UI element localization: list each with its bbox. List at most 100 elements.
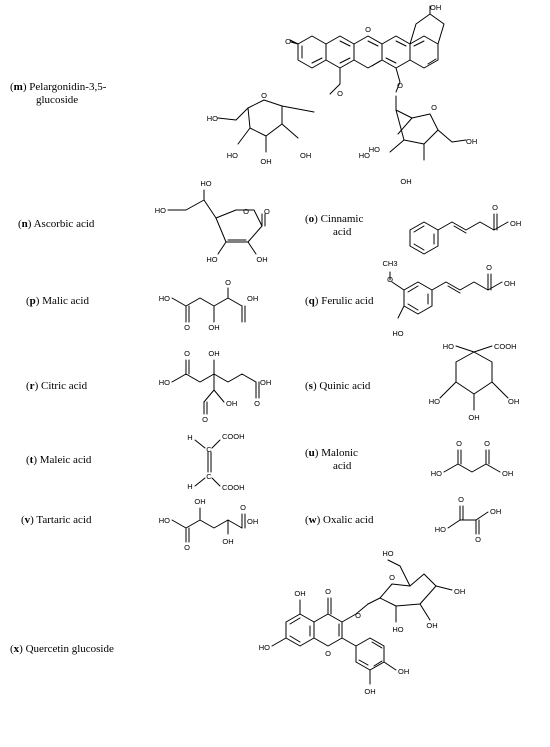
atom-o: O [184,349,190,358]
atom-o: O [243,207,249,216]
bond [443,463,501,473]
atom-ho: HO [369,145,380,154]
bond [241,305,246,323]
atom-o: O [365,25,371,34]
bond [341,637,385,671]
bond [289,617,311,643]
bond [395,95,467,143]
atom-oh: OH [502,469,513,478]
atom-o: O [254,399,260,408]
atom-oh: OH [256,255,267,264]
bond [215,209,263,243]
bond [203,359,225,403]
label-v: (v) Tartaric acid [21,514,92,526]
atom-ho: HO [206,255,217,264]
atom-oh: OH [208,323,219,332]
atom-o: O [264,207,270,216]
atom-o: O [492,203,498,212]
structure-quinic-acid: HO COOH HO OH OH [429,342,520,422]
atom-ho: HO [200,179,211,188]
bond [379,573,437,607]
atom-o: O [458,495,464,504]
structure-ferulic-acid: CH3 O O OH HO [382,259,515,338]
bond [385,40,407,64]
atom-ho: HO [429,397,440,406]
structure-tartaric-acid: HO O OH OH O OH [159,497,259,552]
bond [353,35,383,69]
atom-oh: OH [508,397,519,406]
atom-ho: HO [159,516,170,525]
atom-oh: OH [222,537,233,546]
bond [439,381,509,411]
atom-oh: OH [300,151,311,160]
atom-c: C [206,445,212,454]
atom-oh: OH [260,157,271,166]
atom-oh: OH [426,621,437,630]
atom-oh: OH [504,279,515,288]
bond [409,13,445,45]
bond [185,359,260,399]
atom-o: O [397,81,403,90]
label-s: (s) Quinic acid [305,380,371,392]
atom-oh: OH [247,294,258,303]
atom-o: O [387,275,393,284]
atom-ho: HO [382,549,393,558]
bond [261,213,266,227]
atom-oh: OH [260,378,271,387]
structure-oxalic-acid: HO O O OH [435,495,502,544]
bond [413,225,435,251]
atom-o: O [389,573,395,582]
bond [367,40,381,67]
bond [395,67,401,93]
atom-cooh: COOH [222,432,245,441]
atom-ho: HO [159,378,170,387]
bond [389,271,405,291]
atom-h: H [187,433,192,442]
label-r: (r) Citric acid [26,380,88,392]
label-t: (t) Maleic acid [26,454,92,466]
bond [194,439,221,473]
atom-oh: OH [468,413,479,422]
bond [185,507,229,543]
bond [447,511,489,529]
atom-oh: OH [466,137,477,146]
structure-ascorbic-acid: O O HO HO HO OH [155,179,270,264]
label-m: (m) Pelargonidin-3,5- glucoside [10,81,107,106]
atom-oh: OH [398,667,409,676]
bond [289,39,299,45]
bond [437,221,495,234]
atom-o: O [285,37,291,46]
atom-ho: HO [431,469,442,478]
structure-cinnamic-acid: O OH [409,203,521,255]
bond [455,351,493,395]
atom-o: O [325,649,331,658]
bond [409,35,439,69]
atom-o: O [261,91,267,100]
structure-maleic-acid: H COOH C C H COOH [187,432,244,492]
bond [217,241,257,255]
atom-ch3: CH3 [382,259,397,268]
bond [203,401,208,415]
bond [431,281,489,294]
atom-o: O [484,439,490,448]
atom-o: O [225,278,231,287]
atom-o: O [240,503,246,512]
bond [455,345,493,353]
atom-ho: HO [392,625,403,634]
label-w: (w) Oxalic acid [305,514,374,526]
atom-ho: HO [227,151,238,160]
atom-ho: HO [207,114,218,123]
bond [329,67,341,95]
atom-oh: OH [194,497,205,506]
atom-ho: HO [435,525,446,534]
bond [217,105,315,121]
atom-o: O [431,103,437,112]
structure-malonic-acid: HO O O OH [431,439,514,478]
label-o: (o) Cinnamic acid [305,213,364,238]
bond [397,305,405,319]
bond [413,40,437,65]
bond [313,613,343,647]
atom-o: O [184,323,190,332]
bond [247,99,283,137]
atom-o: O [337,89,343,98]
